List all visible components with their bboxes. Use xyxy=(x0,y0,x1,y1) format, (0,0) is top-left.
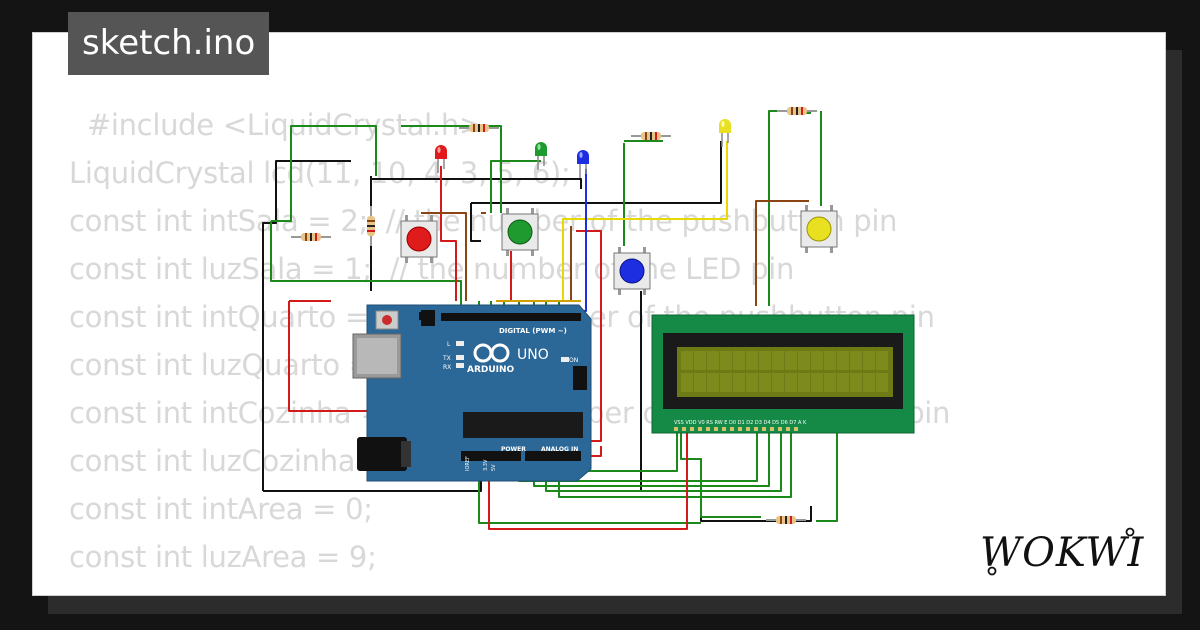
wire-green xyxy=(680,429,761,518)
wire-green xyxy=(490,160,541,213)
preview-card[interactable]: #include <LiquidCrystal.h> LiquidCrystal… xyxy=(32,32,1166,596)
resistor-icon xyxy=(777,107,817,115)
board-3v3-label: 3.3V xyxy=(483,459,489,471)
wire-black xyxy=(471,141,722,204)
board-power-label: POWER xyxy=(501,446,526,453)
wire-red xyxy=(488,429,688,530)
pushbuttons xyxy=(400,205,838,295)
board-analog-label: ANALOG IN xyxy=(541,446,578,453)
board-on-label: ON xyxy=(569,357,578,364)
wire-green xyxy=(816,429,838,522)
resistor-icon xyxy=(291,233,331,241)
wire-green xyxy=(401,125,502,213)
lcd-display: VSS VDD V0 RS RW E D0 D1 D2 D3 D4 D5 D6 … xyxy=(651,314,915,434)
lcd-char-cells xyxy=(681,351,888,392)
wire-red xyxy=(440,166,457,301)
led-red-icon xyxy=(435,145,447,173)
wokwi-logo-text: WOKWI xyxy=(980,530,1144,576)
code-line: const int luzArea = 9; xyxy=(69,540,377,574)
wire-brown xyxy=(755,200,809,306)
wire-green xyxy=(270,221,462,306)
wire-red xyxy=(288,301,381,412)
wokwi-logo: WOKWI xyxy=(980,527,1144,576)
leds xyxy=(435,119,731,178)
led-yellow-icon xyxy=(719,119,731,147)
arduino-uno-board: DIGITAL (PWM ~) UNO ARDUINO ON TX RX L P… xyxy=(352,304,592,482)
circuit-diagram: DIGITAL (PWM ~) UNO ARDUINO ON TX RX L P… xyxy=(262,107,915,530)
resistor-icon xyxy=(367,206,375,246)
board-brand-label: ARDUINO xyxy=(467,365,515,375)
pushbutton-blue xyxy=(613,247,651,295)
resistor-icon xyxy=(766,516,806,524)
pushbutton-yellow xyxy=(800,205,838,253)
board-ioref-label: IOREF xyxy=(465,456,471,471)
resistor-icon xyxy=(631,132,671,140)
board-l-label: L xyxy=(447,341,451,348)
wire-yellow xyxy=(562,141,728,301)
resistors xyxy=(291,107,817,524)
resistor-icon xyxy=(459,124,499,132)
board-model-label: UNO xyxy=(517,347,549,363)
led-blue-icon xyxy=(577,150,589,178)
wire-brown xyxy=(421,212,467,301)
pushbutton-green xyxy=(501,208,539,256)
pushbutton-red xyxy=(400,215,438,263)
file-name-badge: sketch.ino xyxy=(68,12,270,75)
lcd-pins xyxy=(674,427,798,431)
led-green-icon xyxy=(535,142,547,170)
wire-black xyxy=(371,178,582,189)
wire-green xyxy=(271,125,377,222)
board-digital-label: DIGITAL (PWM ~) xyxy=(499,327,567,335)
wire-black xyxy=(262,160,351,491)
code-line: const int intArea = 0; xyxy=(69,492,373,526)
board-rx-label: RX xyxy=(443,364,451,371)
wire-black xyxy=(470,203,481,242)
board-5v-label: 5V xyxy=(491,464,497,471)
lcd-pin-labels: VSS VDD V0 RS RW E D0 D1 D2 D3 D4 D5 D6 … xyxy=(674,420,807,426)
board-tx-label: TX xyxy=(442,355,451,362)
